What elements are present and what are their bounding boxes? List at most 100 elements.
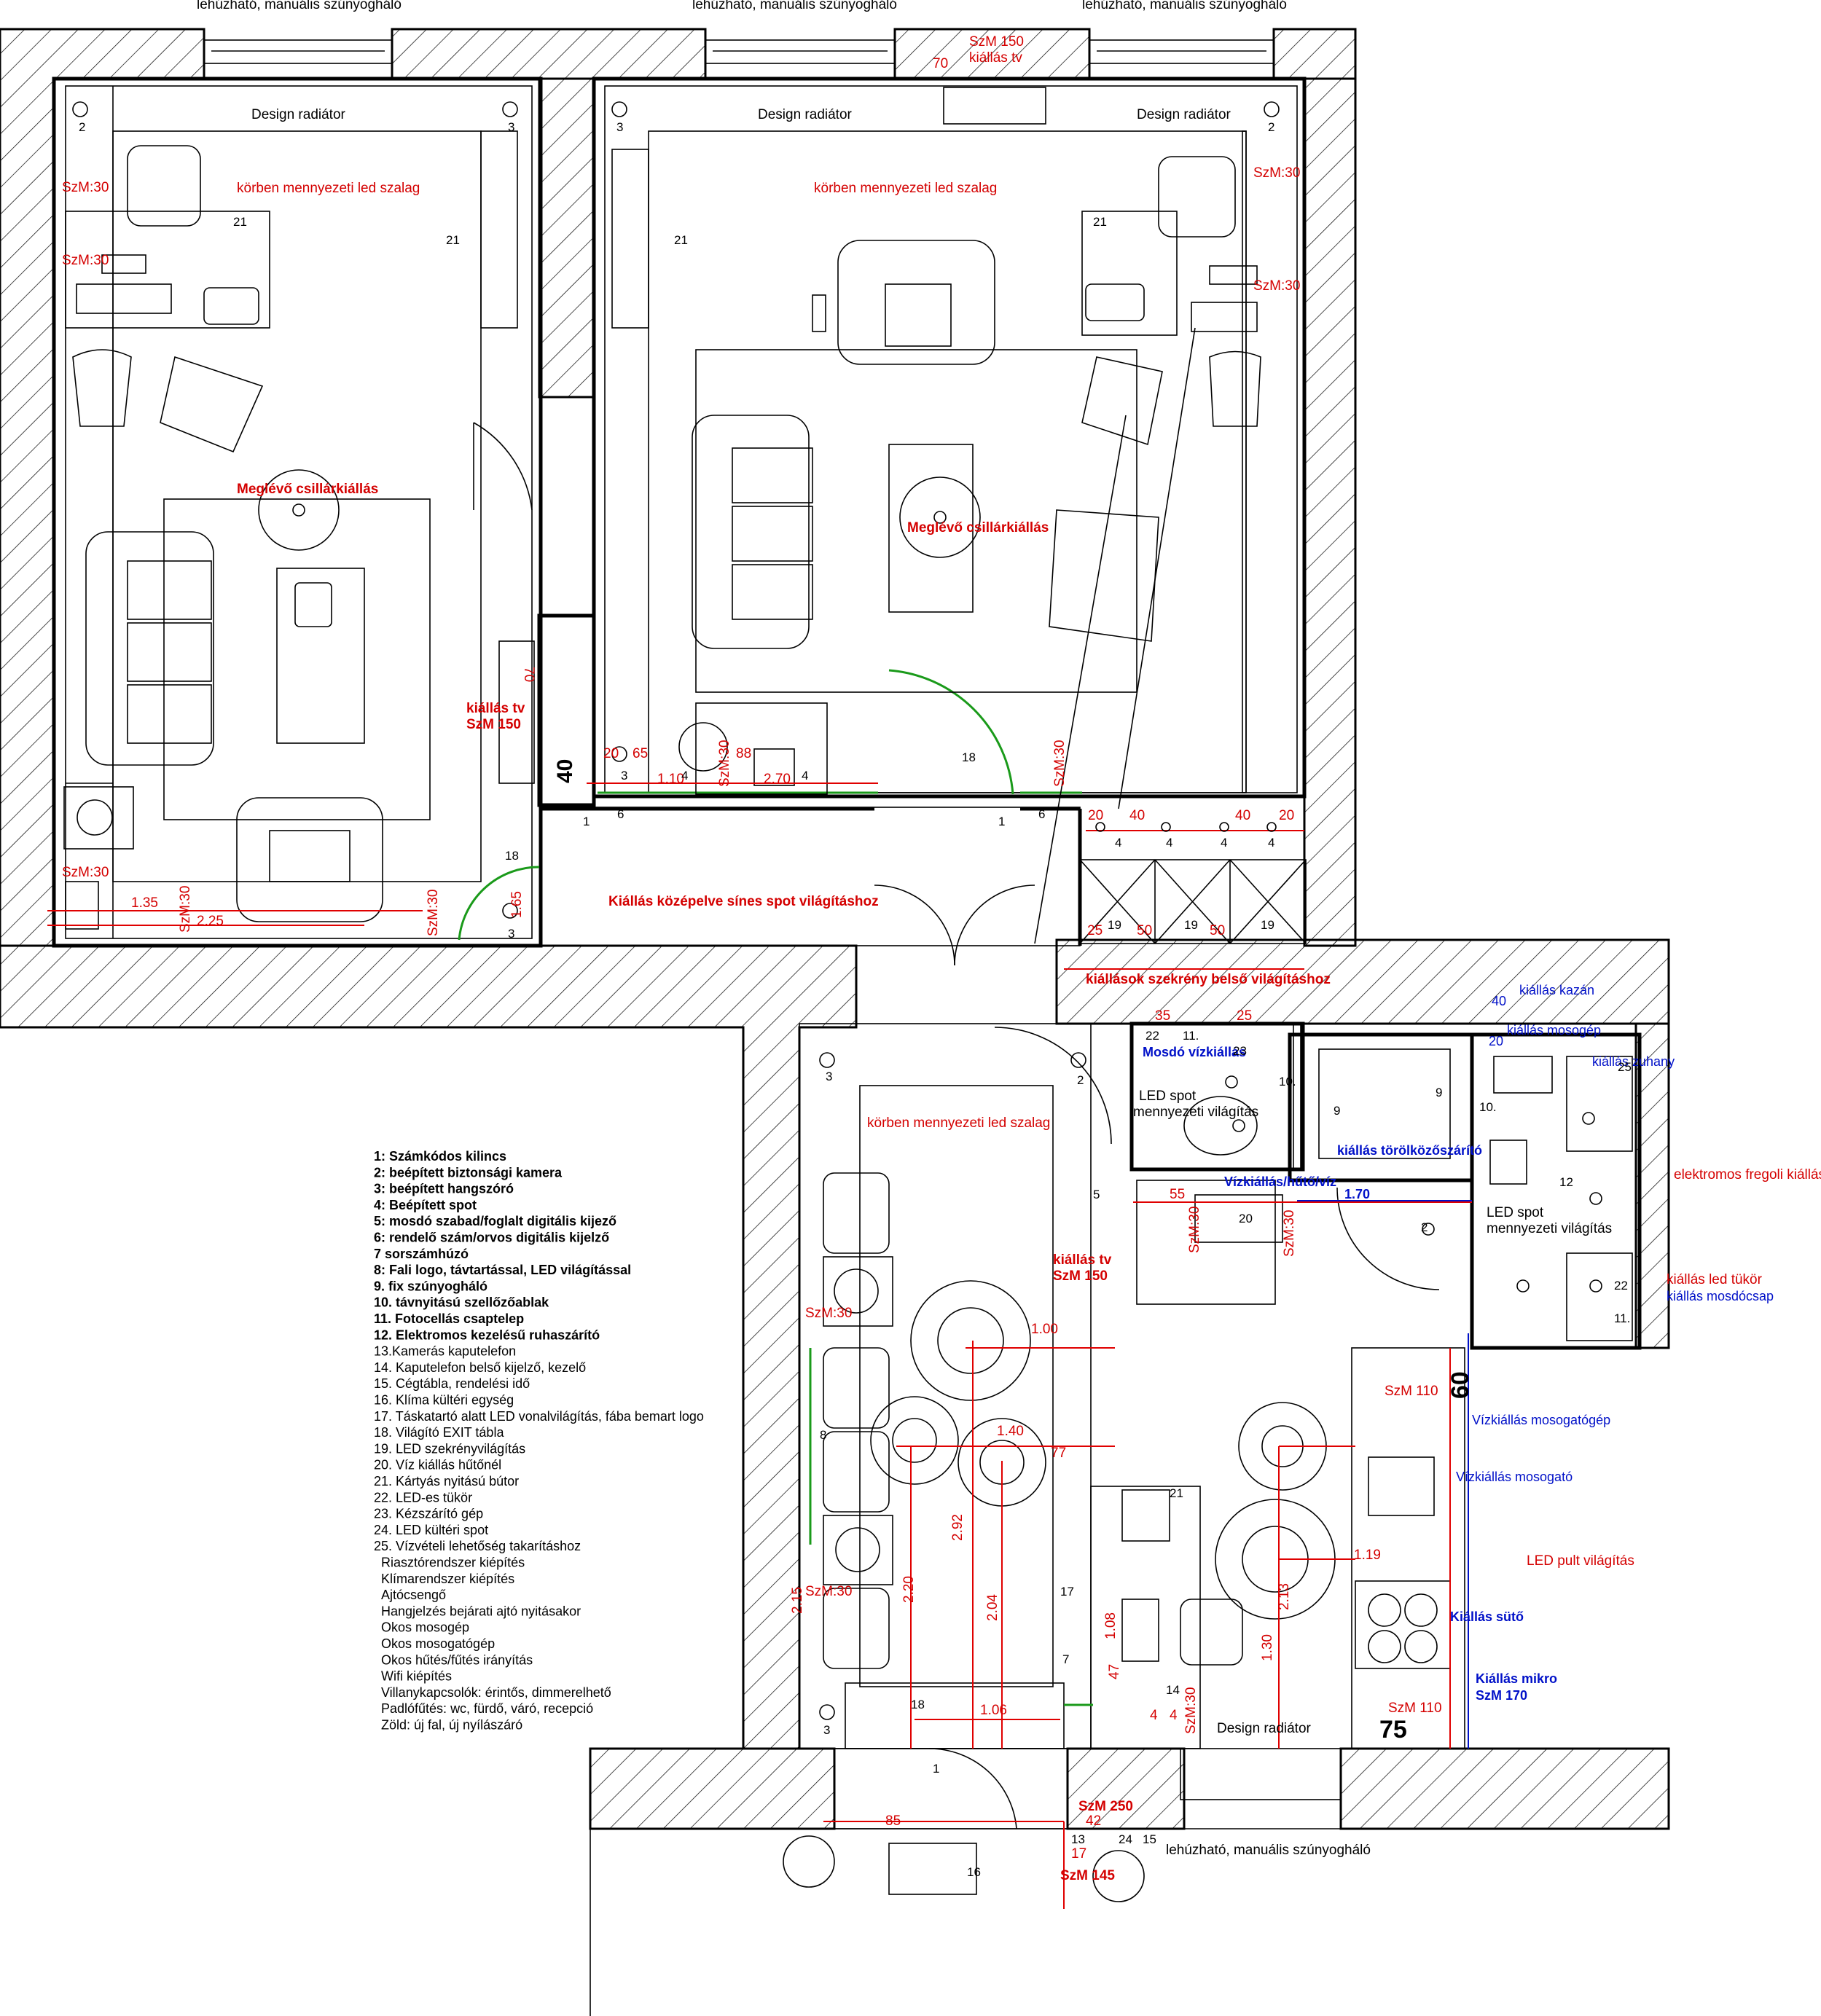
legend-item: 21. Kártyás nyitású bútor bbox=[374, 1474, 519, 1489]
svg-text:3: 3 bbox=[508, 120, 514, 134]
legend-item: 3: beépített hangszóró bbox=[374, 1182, 514, 1196]
dim-225: 2.25 bbox=[197, 914, 224, 929]
legend-item: Ajtócsengő bbox=[381, 1588, 446, 1602]
szm250: SzM 250 bbox=[1078, 1799, 1133, 1814]
svg-text:20: 20 bbox=[1239, 1212, 1253, 1225]
radiator-label-1: Design radiátor bbox=[251, 107, 346, 122]
svg-text:12: 12 bbox=[1559, 1175, 1573, 1189]
svg-text:1: 1 bbox=[933, 1762, 939, 1776]
dim-270: 2.70 bbox=[764, 772, 791, 787]
legend-item: Okos mosogép bbox=[381, 1620, 469, 1635]
legend-item: 24. LED kültéri spot bbox=[374, 1523, 488, 1537]
svg-text:10.: 10. bbox=[1479, 1100, 1497, 1114]
svg-text:15: 15 bbox=[1143, 1832, 1156, 1846]
svg-text:2: 2 bbox=[1077, 1073, 1084, 1087]
cabinet-light-note: kiállások szekrény belső világításhoz bbox=[1086, 972, 1331, 987]
szm30-k: SzM:30 bbox=[1052, 740, 1068, 787]
black-notes: LED spot mennyezeti világítás LED spot m… bbox=[1133, 1089, 1612, 1236]
radiator-labels: Design radiátor Design radiátor Design r… bbox=[251, 107, 1312, 1736]
numbered-callouts: 2 3 3 2 21 21 21 21 21 3 4 4 6 6 1 1 18 … bbox=[79, 120, 1632, 1879]
towel-dryer-note: kiállás törölközőszárító bbox=[1337, 1143, 1482, 1158]
svg-text:24: 24 bbox=[1119, 1832, 1132, 1846]
svg-text:3: 3 bbox=[823, 1723, 830, 1737]
led-spot-bath-2: mennyezeti világítás bbox=[1487, 1221, 1612, 1236]
dim-130: 1.30 bbox=[1260, 1634, 1275, 1661]
szm30-l: SzM:30 bbox=[1187, 1207, 1202, 1253]
dim-60: 60 bbox=[1446, 1371, 1474, 1399]
dim-20c: 20 bbox=[1279, 808, 1294, 823]
sink-note: Vízkiállás mosogató bbox=[1456, 1470, 1573, 1484]
szm30-n: SzM:30 bbox=[1183, 1687, 1199, 1734]
svg-text:21: 21 bbox=[674, 233, 688, 247]
svg-text:19: 19 bbox=[1108, 918, 1121, 932]
water-fridge-note: Vízkiállás/hűtő/víz bbox=[1224, 1174, 1336, 1189]
szm30-a: SzM:30 bbox=[62, 180, 109, 195]
svg-text:10.: 10. bbox=[1279, 1075, 1296, 1089]
szm30-m: SzM:30 bbox=[1282, 1210, 1297, 1257]
dim-25b: 25 bbox=[1237, 1008, 1252, 1024]
net-label-2: lehúzható, manuális szúnyogháló bbox=[692, 0, 897, 12]
tv-top-szm: SzM 150 bbox=[969, 34, 1024, 50]
svg-text:14: 14 bbox=[1166, 1683, 1180, 1697]
dim-213: 2.13 bbox=[1277, 1583, 1292, 1610]
legend-item: 22. LED-es tükör bbox=[374, 1490, 472, 1505]
legend-item: 14. Kaputelefon belső kijelző, kezelő bbox=[374, 1360, 586, 1375]
net-label-3: lehúzható, manuális szúnyogháló bbox=[1082, 0, 1287, 12]
dim-40b: 40 bbox=[1129, 808, 1145, 823]
svg-text:4: 4 bbox=[802, 769, 808, 783]
legend-item: 23. Kézszárító gép bbox=[374, 1507, 483, 1521]
dim-110: 1.10 bbox=[657, 772, 684, 787]
szm30-b: SzM:30 bbox=[62, 253, 109, 268]
dim-25: 25 bbox=[1087, 923, 1103, 938]
dim-100: 1.00 bbox=[1031, 1322, 1058, 1337]
svg-text:19: 19 bbox=[1261, 918, 1274, 932]
svg-text:18: 18 bbox=[911, 1698, 925, 1711]
legend-item: 5: mosdó szabad/foglalt digitális kijező bbox=[374, 1214, 616, 1228]
tv-corridor-szm: SzM 150 bbox=[1053, 1268, 1108, 1284]
dim-135: 1.35 bbox=[131, 895, 158, 911]
shower-note: kiállás zuhany bbox=[1592, 1054, 1675, 1069]
dim-4b: 4 bbox=[1170, 1708, 1178, 1723]
svg-text:21: 21 bbox=[446, 233, 460, 247]
dim-215: 2.15 bbox=[790, 1587, 805, 1614]
dim-292: 2.92 bbox=[950, 1514, 966, 1541]
led-spot-wc: LED spot bbox=[1139, 1089, 1197, 1104]
szm30-f: SzM:30 bbox=[805, 1306, 852, 1321]
dim-20: 20 bbox=[603, 746, 619, 761]
dim-106: 1.06 bbox=[980, 1703, 1007, 1718]
svg-text:3: 3 bbox=[616, 120, 623, 134]
chandelier-left: Meglévő csillárkiállás bbox=[237, 482, 378, 497]
szm30-c: SzM:30 bbox=[62, 865, 109, 880]
szm-codes: SzM:30 SzM:30 SzM:30 SzM:30 SzM:30 SzM:3… bbox=[62, 165, 1442, 1734]
dim-77: 77 bbox=[1051, 1446, 1066, 1461]
dim-40c: 40 bbox=[1235, 808, 1250, 823]
legend-item: 9. fix szúnyogháló bbox=[374, 1279, 487, 1293]
door-swings bbox=[473, 327, 1440, 1829]
dim-20b: 20 bbox=[1088, 808, 1103, 823]
szm30-h: SzM:30 bbox=[178, 886, 193, 933]
dim-108: 1.08 bbox=[1103, 1612, 1119, 1639]
led-spot-wc-2: mennyezeti világítás bbox=[1133, 1105, 1258, 1120]
micro-note: Kiállás mikro bbox=[1476, 1671, 1557, 1686]
svg-text:4: 4 bbox=[1221, 836, 1227, 850]
dim-65: 65 bbox=[633, 746, 648, 761]
legend-item: 7 sorszámhúzó bbox=[374, 1247, 469, 1261]
led-strip-mid: körben mennyezeti led szalag bbox=[814, 181, 997, 196]
radiator-label-3: Design radiátor bbox=[1137, 107, 1231, 122]
svg-text:21: 21 bbox=[233, 215, 247, 229]
dim-50: 50 bbox=[1137, 923, 1152, 938]
svg-text:4: 4 bbox=[681, 769, 688, 783]
svg-text:4: 4 bbox=[1166, 836, 1172, 850]
legend-item: Klímarendszer kiépítés bbox=[381, 1572, 514, 1586]
svg-text:18: 18 bbox=[505, 849, 519, 863]
radiator-label-4: Design radiátor bbox=[1217, 1721, 1312, 1736]
tv-corridor: kiállás tv bbox=[1053, 1252, 1112, 1268]
svg-text:17: 17 bbox=[1060, 1585, 1074, 1599]
svg-text:16: 16 bbox=[967, 1865, 981, 1879]
dimension-labels: 20 65 88 2.70 1.10 1.35 2.25 70 25 50 50… bbox=[131, 56, 1506, 1862]
svg-text:22: 22 bbox=[1614, 1279, 1628, 1293]
dim-75: 75 bbox=[1379, 1716, 1407, 1744]
svg-text:9: 9 bbox=[1436, 1086, 1442, 1099]
szm110-a: SzM 110 bbox=[1385, 1384, 1438, 1399]
dim-55: 55 bbox=[1170, 1187, 1185, 1202]
